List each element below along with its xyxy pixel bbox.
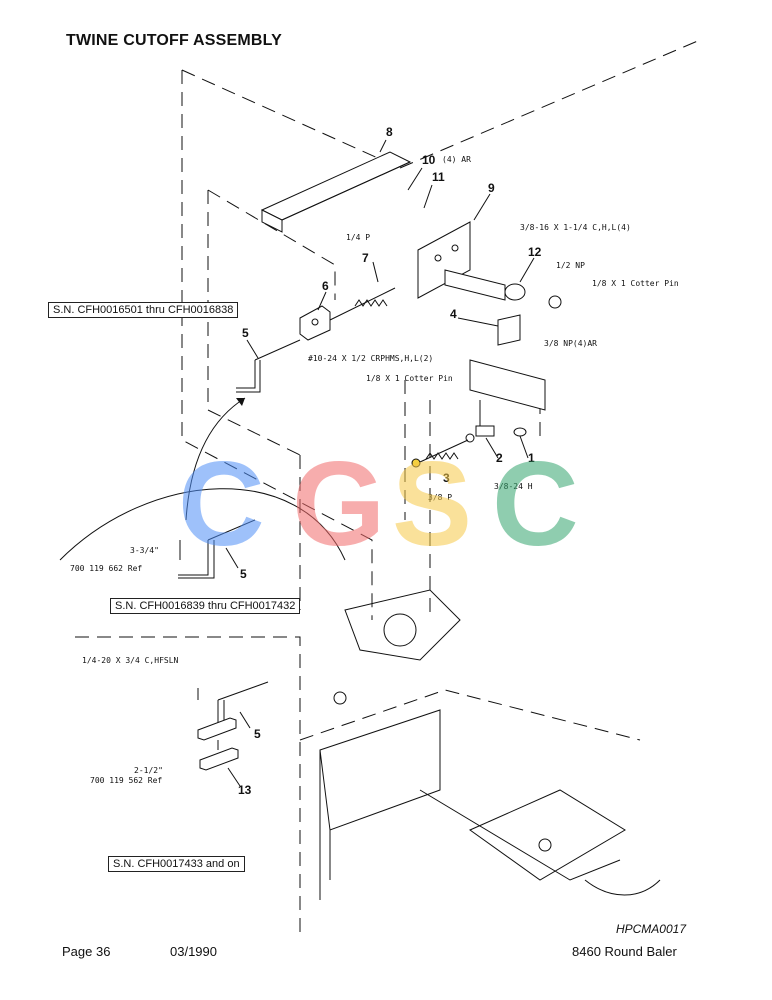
parts-1-2-3 bbox=[411, 400, 527, 468]
footer-date: 03/1990 bbox=[170, 944, 217, 959]
serial-range-label: S.N. CFH0016839 thru CFH0017432 bbox=[110, 598, 301, 614]
callout-number: 5 bbox=[254, 727, 261, 741]
lower-frame bbox=[319, 589, 661, 900]
hardware-label: 700 119 562 Ref bbox=[90, 776, 162, 785]
part-5-rod bbox=[236, 339, 301, 393]
watermark: C G S C bbox=[178, 437, 579, 571]
hardware-label: 700 119 662 Ref bbox=[70, 564, 142, 573]
hardware-label: #10-24 X 1/2 CRPHMS,H,L(2) bbox=[308, 354, 433, 363]
part-4-bracket bbox=[469, 314, 546, 411]
watermark-letter: C bbox=[178, 437, 265, 571]
part-5-variant-3 bbox=[197, 681, 269, 771]
watermark-letter: G bbox=[292, 437, 385, 571]
callout-number: 12 bbox=[528, 245, 542, 259]
page-title: TWINE CUTOFF ASSEMBLY bbox=[66, 32, 283, 49]
hardware-label: 1/4-20 X 3/4 C,HFSLN bbox=[82, 656, 179, 665]
serial-range-label: S.N. CFH0016501 thru CFH0016838 bbox=[48, 302, 239, 318]
callout-number: 3 bbox=[443, 471, 450, 485]
callout-number: 2 bbox=[496, 451, 503, 465]
hardware-label: 3/8 P bbox=[428, 493, 452, 502]
callout-number: 9 bbox=[488, 181, 495, 195]
callout-number: 6 bbox=[322, 279, 329, 293]
detail-arc bbox=[59, 488, 346, 561]
part-7-spring bbox=[329, 287, 396, 321]
callout-number: 7 bbox=[362, 251, 369, 265]
hardware-label: 3/8-16 X 1-1/4 C,H,L(4) bbox=[520, 223, 631, 232]
hardware-labels: (4) AR 3/8-16 X 1-1/4 C,H,L(4) 1/4 P 1/2… bbox=[70, 155, 679, 785]
plate-id: HPCMA0017 bbox=[615, 922, 686, 936]
callout-numbers: 8 10 11 9 12 7 6 5 4 2 1 3 5 5 13 bbox=[238, 125, 542, 797]
hardware-label: 2-1/2" bbox=[134, 766, 163, 775]
watermark-letter: S bbox=[392, 437, 472, 571]
serial-range-label: S.N. CFH0017433 and on bbox=[108, 856, 245, 872]
leader-lines bbox=[225, 139, 535, 787]
part-12-cylinder bbox=[444, 269, 562, 309]
arrow-head bbox=[236, 398, 245, 406]
watermark-letter: C bbox=[492, 437, 579, 571]
callout-number: 5 bbox=[242, 326, 249, 340]
hardware-label: 1/8 X 1 Cotter Pin bbox=[366, 374, 453, 383]
footer-page: Page 36 bbox=[62, 944, 111, 959]
callout-number: 11 bbox=[432, 170, 445, 184]
part-8-bracket bbox=[260, 151, 412, 233]
hardware-label: 1/8 X 1 Cotter Pin bbox=[592, 279, 679, 288]
hardware-label: 3/8-24 H bbox=[494, 482, 533, 491]
callout-number: 4 bbox=[450, 307, 457, 321]
hardware-label: 3-3/4" bbox=[130, 546, 159, 555]
callout-number: 8 bbox=[386, 125, 393, 139]
footer-model: 8460 Round Baler bbox=[572, 944, 677, 959]
part-6-bracket bbox=[299, 305, 331, 341]
callout-number: 10 bbox=[422, 153, 436, 167]
frame-outlines bbox=[75, 39, 701, 932]
callout-number: 13 bbox=[238, 783, 252, 797]
part-5-variant-2 bbox=[178, 519, 256, 579]
hardware-label: (4) AR bbox=[442, 155, 471, 164]
callout-number: 5 bbox=[240, 567, 247, 581]
callout-arc bbox=[185, 397, 246, 521]
part-9-plate bbox=[417, 221, 471, 299]
hardware-label: 1/2 NP bbox=[556, 261, 585, 270]
callout-number: 1 bbox=[528, 451, 535, 465]
hardware-label: 1/4 P bbox=[346, 233, 370, 242]
hardware-label: 3/8 NP(4)AR bbox=[544, 339, 597, 348]
